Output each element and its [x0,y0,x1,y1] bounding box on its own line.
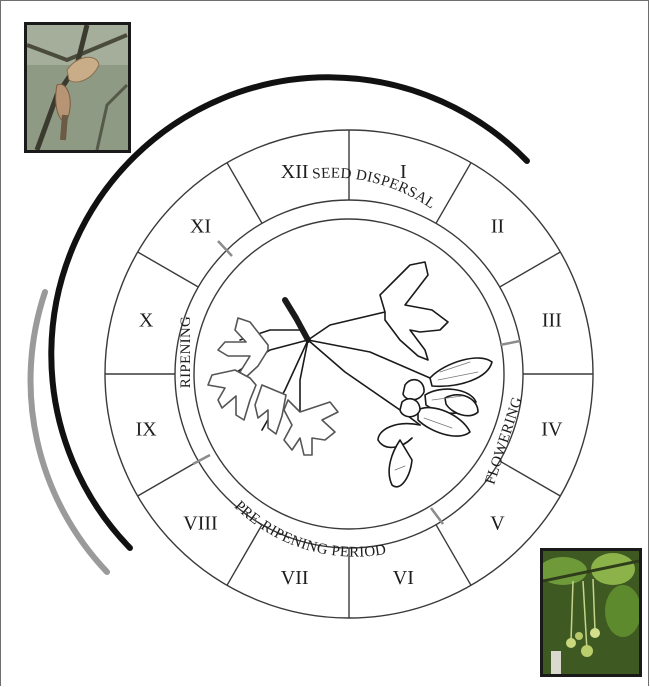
month-label-iv: IV [541,418,563,440]
month-label-viii: VIII [183,512,217,534]
month-label-xi: XI [190,216,211,238]
month-label-ii: II [491,216,504,238]
samara-5 [400,399,420,417]
month-label-vii: VII [281,567,309,589]
green-flowers-photo [540,548,642,677]
samara-4 [403,380,424,400]
month-label-iii: III [542,310,562,332]
month-label-x: X [139,310,154,332]
phase-label-ripening: RIPENING [178,316,194,388]
month-label-v: V [490,512,505,534]
grey-season-arc [31,292,107,572]
month-label-vi: VI [393,567,414,589]
month-label-ix: IX [136,418,158,440]
month-label-xii: XII [281,161,309,183]
dried-seeds-photo [24,22,131,153]
